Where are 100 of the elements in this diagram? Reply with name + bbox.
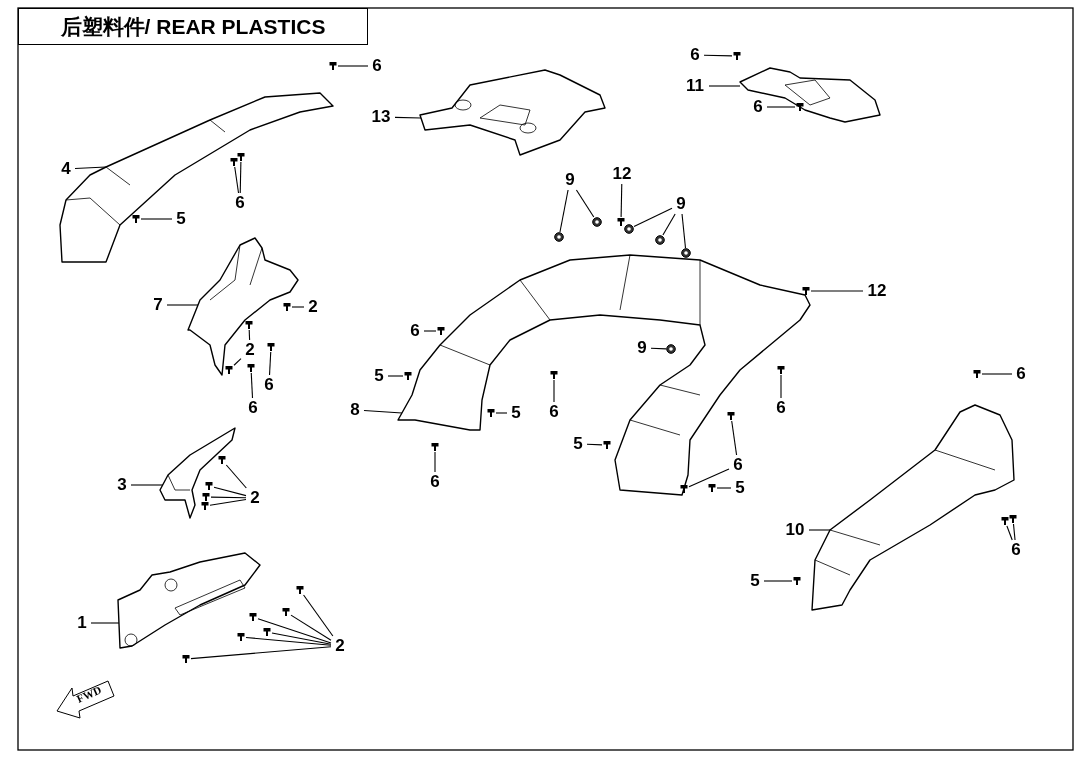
screw-icon bbox=[436, 326, 446, 336]
leader-line bbox=[239, 161, 242, 194]
leader-line bbox=[766, 106, 796, 108]
screw-icon bbox=[795, 102, 805, 112]
leader-line bbox=[166, 304, 199, 306]
leader-line bbox=[130, 484, 164, 486]
screw-icon bbox=[792, 576, 802, 586]
nut-icon bbox=[681, 248, 691, 258]
callout-number: 5 bbox=[507, 404, 525, 422]
callout-number: 7 bbox=[149, 296, 167, 314]
screw-icon bbox=[602, 440, 612, 450]
leader-line bbox=[213, 486, 247, 497]
leader-line bbox=[688, 468, 730, 488]
leader-line bbox=[363, 410, 403, 414]
nut-icon bbox=[666, 344, 676, 354]
bracket-drawing bbox=[160, 428, 235, 518]
callout-number: 6 bbox=[729, 456, 747, 474]
callout-number: 5 bbox=[370, 367, 388, 385]
screw-icon bbox=[328, 61, 338, 71]
screw-icon bbox=[204, 481, 214, 491]
screw-icon bbox=[201, 492, 211, 502]
leader-line bbox=[209, 498, 247, 506]
screw-icon bbox=[1000, 516, 1010, 526]
leader-line bbox=[290, 614, 332, 641]
screw-icon bbox=[236, 632, 246, 642]
leader-line bbox=[210, 496, 247, 499]
screw-icon bbox=[266, 342, 276, 352]
callout-number: 9 bbox=[672, 195, 690, 213]
callout-number: 6 bbox=[545, 403, 563, 421]
callout-number: 3 bbox=[113, 476, 131, 494]
leader-line bbox=[1006, 525, 1013, 541]
leader-line bbox=[268, 351, 272, 376]
direction-label: FWD bbox=[74, 683, 103, 705]
panel-drawing bbox=[740, 68, 880, 122]
screw-icon bbox=[131, 214, 141, 224]
screw-icon bbox=[295, 585, 305, 595]
leader-line bbox=[245, 636, 332, 646]
bracket-drawing bbox=[188, 238, 298, 375]
callout-number: 6 bbox=[1007, 541, 1025, 559]
callout-number: 5 bbox=[746, 572, 764, 590]
screw-icon bbox=[224, 365, 234, 375]
leader-line bbox=[190, 646, 332, 660]
callout-number: 9 bbox=[633, 339, 651, 357]
screw-icon bbox=[248, 612, 258, 622]
leader-line bbox=[434, 451, 436, 473]
leader-line bbox=[234, 166, 240, 194]
callout-number: 5 bbox=[569, 435, 587, 453]
callout-number: 2 bbox=[246, 489, 264, 507]
screw-icon bbox=[801, 286, 811, 296]
screw-icon bbox=[732, 51, 742, 61]
screw-icon bbox=[244, 320, 254, 330]
leader-line bbox=[662, 213, 676, 236]
screw-icon bbox=[486, 408, 496, 418]
panel-drawing bbox=[118, 553, 260, 648]
leader-line bbox=[250, 372, 254, 399]
nut-icon bbox=[624, 224, 634, 234]
callout-number: 13 bbox=[367, 108, 395, 126]
callout-number: 6 bbox=[686, 46, 704, 64]
screw-icon bbox=[403, 371, 413, 381]
callout-number: 2 bbox=[304, 298, 322, 316]
callout-number: 6 bbox=[231, 194, 249, 212]
leader-line bbox=[620, 183, 623, 218]
callout-number: 2 bbox=[241, 341, 259, 359]
leader-line bbox=[337, 65, 369, 67]
screw-icon bbox=[282, 302, 292, 312]
screw-icon bbox=[229, 157, 239, 167]
callout-number: 9 bbox=[561, 171, 579, 189]
callout-number: 8 bbox=[346, 401, 364, 419]
title-box: 后塑料件/ REAR PLASTICS bbox=[18, 8, 368, 45]
callout-number: 12 bbox=[863, 282, 891, 300]
callout-number: 12 bbox=[608, 165, 636, 183]
nut-icon bbox=[655, 235, 665, 245]
screw-icon bbox=[726, 411, 736, 421]
callout-number: 6 bbox=[749, 98, 767, 116]
screw-icon bbox=[217, 455, 227, 465]
screw-icon bbox=[679, 484, 689, 494]
leader-line bbox=[780, 374, 782, 399]
leader-line bbox=[731, 420, 738, 456]
leader-line bbox=[225, 464, 247, 489]
screw-icon bbox=[181, 654, 191, 664]
screw-icon bbox=[236, 152, 246, 162]
screw-icon bbox=[616, 217, 626, 227]
leader-line bbox=[703, 54, 733, 57]
leader-line bbox=[559, 189, 569, 233]
callout-number: 6 bbox=[426, 473, 444, 491]
leader-line bbox=[808, 529, 831, 531]
callout-number: 6 bbox=[260, 376, 278, 394]
nut-icon bbox=[592, 217, 602, 227]
leader-line bbox=[575, 189, 595, 218]
leader-line bbox=[387, 375, 404, 377]
leader-line bbox=[248, 329, 251, 341]
screw-icon bbox=[1008, 514, 1018, 524]
leader-line bbox=[1012, 523, 1016, 541]
fender-drawing bbox=[398, 255, 810, 495]
callout-number: 6 bbox=[772, 399, 790, 417]
callout-number: 11 bbox=[681, 77, 709, 95]
leader-line bbox=[303, 594, 334, 637]
screw-icon bbox=[200, 501, 210, 511]
leader-line bbox=[291, 306, 305, 308]
screw-icon bbox=[549, 370, 559, 380]
